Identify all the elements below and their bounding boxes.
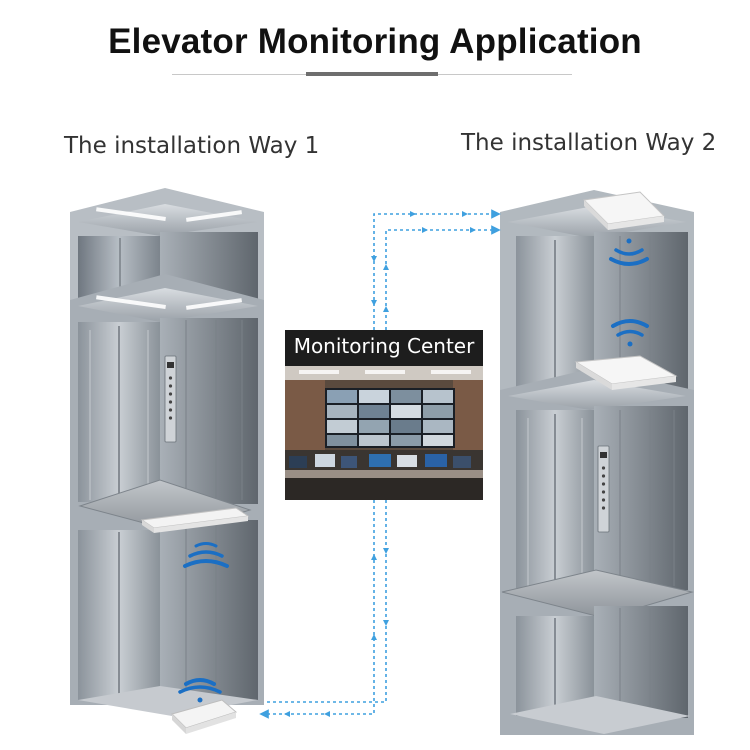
wireless-bridge-device-car-top — [574, 355, 678, 390]
button-panel-left — [164, 355, 177, 443]
title-underline-accent — [306, 72, 438, 76]
elevator-car-main-left — [70, 274, 264, 716]
network-link-lines — [259, 209, 501, 719]
wifi-signal-icon — [609, 238, 649, 266]
wifi-signal-icon — [611, 319, 649, 347]
button-panel-right — [597, 445, 610, 533]
wireless-bridge-device-bottom-left — [171, 699, 238, 734]
monitoring-center-label: Monitoring Center — [293, 334, 475, 358]
elevator-car-main-right — [500, 368, 694, 735]
control-room-illustration — [285, 366, 483, 500]
page-title: Elevator Monitoring Application — [108, 22, 642, 61]
wifi-signal-icon — [183, 542, 229, 568]
link-arrow-icons — [284, 211, 476, 717]
video-wall — [325, 388, 455, 448]
installation-way-2-label: The installation Way 2 — [461, 130, 717, 156]
wireless-camera-device-car-left — [140, 507, 250, 533]
installation-way-1-label: The installation Way 1 — [64, 133, 320, 159]
wifi-signal-icon — [178, 678, 222, 703]
wireless-bridge-device-shaft-top — [582, 191, 666, 230]
desk-monitors — [289, 454, 471, 468]
monitoring-center-image: Monitoring Center — [285, 330, 483, 500]
